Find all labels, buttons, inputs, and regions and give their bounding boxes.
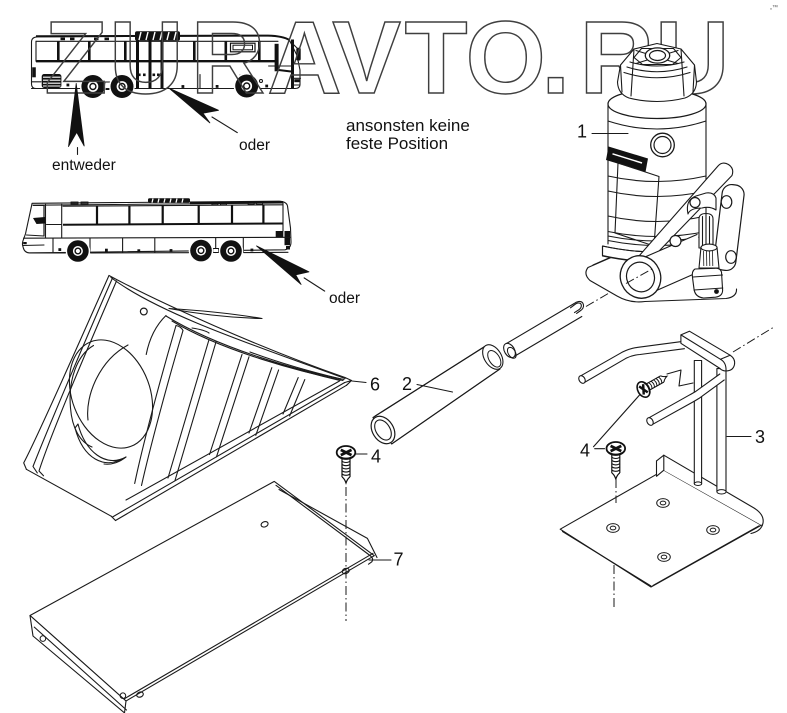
svg-text:4: 4	[580, 441, 590, 461]
svg-text:2: 2	[402, 374, 412, 394]
svg-text:3: 3	[755, 427, 765, 447]
svg-text:7: 7	[394, 550, 404, 570]
svg-text:„™: „™	[770, 4, 778, 11]
svg-text:oder: oder	[239, 137, 270, 154]
svg-text:ansonsten keine: ansonsten keine	[346, 116, 470, 135]
svg-text:6: 6	[370, 375, 380, 395]
svg-text:4: 4	[371, 447, 381, 467]
svg-text:1: 1	[577, 122, 587, 142]
svg-text:entweder: entweder	[52, 157, 116, 174]
svg-text:oder: oder	[329, 290, 360, 307]
svg-text:feste Position: feste Position	[346, 134, 448, 153]
